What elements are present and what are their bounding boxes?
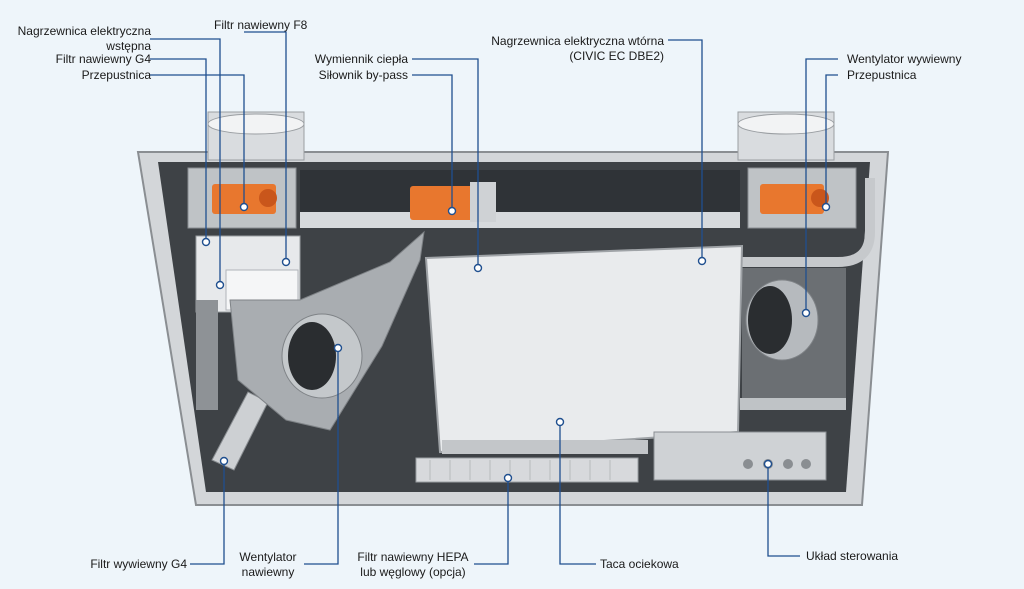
label-taca: Taca ociekowa	[600, 557, 679, 571]
damper-actuator-right	[760, 184, 824, 214]
label-silownik: Siłownik by-pass	[318, 68, 408, 82]
label-filtr-f8: Filtr nawiewny F8	[214, 18, 308, 32]
label-line1: Wentylator	[239, 550, 297, 564]
bypass-bracket	[470, 182, 496, 222]
control-box	[653, 431, 827, 481]
duct-spigot-left-top	[207, 113, 305, 135]
left-mesh	[196, 300, 218, 410]
leader-lines	[150, 31, 838, 565]
label-filtr-g4-wywiew: Filtr wywiewny G4	[90, 557, 187, 571]
label-line2: (CIVIC EC DBE2)	[569, 49, 664, 63]
leader-dots	[201, 202, 831, 483]
label-wentylator-wywiew: Wentylator wywiewny	[847, 52, 962, 66]
duct-spigot-right-top	[737, 113, 835, 135]
top-shelf	[300, 212, 740, 228]
hepa-filter	[415, 457, 639, 483]
label-line1: Filtr nawiewny HEPA	[357, 550, 469, 564]
hepa-pleats	[429, 460, 611, 480]
bypass-actuator	[410, 186, 480, 220]
exhaust-fan-inlet	[748, 286, 792, 354]
drain-tray	[442, 440, 648, 454]
label-przepustnica-left: Przepustnica	[81, 68, 151, 82]
label-line2: nawiewny	[241, 565, 295, 579]
label-filtr-g4-nawiew: Filtr nawiewny G4	[55, 52, 151, 66]
label-wymiennik: Wymiennik ciepła	[314, 52, 408, 66]
label-line1: Nagrzewnica elektryczna wtórna	[491, 34, 664, 48]
label-line1: Nagrzewnica elektryczna	[17, 24, 151, 38]
supply-fan-inlet	[288, 322, 336, 390]
label-nagrzewnica-wstepna: Nagrzewnica elektryczna wstępna	[18, 24, 151, 54]
label-nagrzewnica-wtorna: Nagrzewnica elektryczna wtórna (CIVIC EC…	[491, 34, 664, 64]
label-line2: lub węglowy (opcja)	[360, 565, 466, 579]
top-channel	[300, 170, 740, 220]
label-filtr-hepa: Filtr nawiewny HEPA lub węglowy (opcja)	[352, 550, 474, 580]
label-wentylator-nawiew: Wentylator nawiewny	[234, 550, 302, 580]
heat-exchanger-panel	[424, 244, 744, 454]
actuator-knob-right	[811, 189, 829, 207]
right-shelf	[740, 398, 846, 410]
label-line2: wstępna	[106, 39, 151, 53]
actuator-knob-left	[259, 189, 277, 207]
label-uklad: Układ sterowania	[806, 549, 899, 563]
condensate-pipe	[742, 178, 875, 267]
label-przepustnica-right: Przepustnica	[847, 68, 917, 82]
